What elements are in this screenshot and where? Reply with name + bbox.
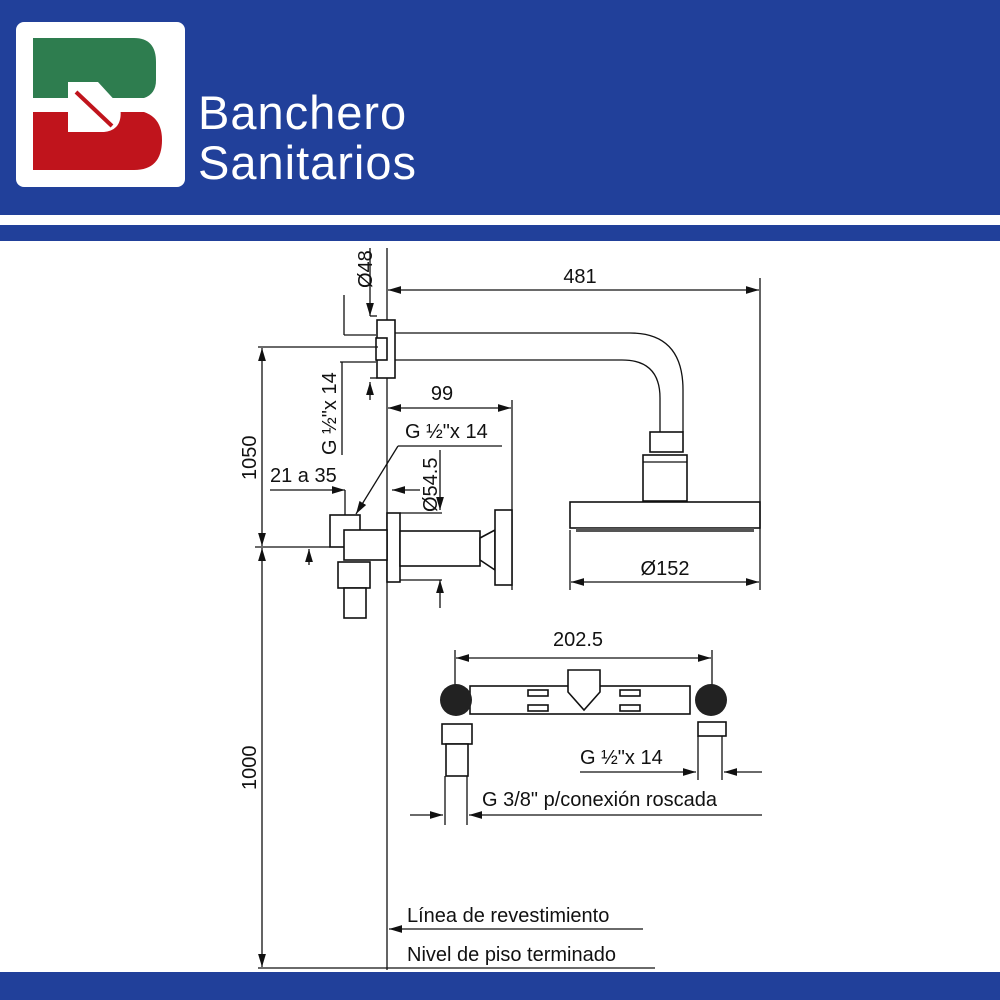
- dim-valve-range: 21 a 35: [270, 465, 337, 487]
- dim-manifold-width: 202.5: [553, 629, 603, 651]
- dim-arm-length: 481: [563, 266, 596, 288]
- dim-valve-flange: Ø54.5: [420, 458, 442, 512]
- dim-head-diameter: Ø152: [641, 558, 690, 580]
- brand-line-2: Sanitarios: [198, 136, 417, 189]
- dim-valve-thread: G ½"x 14: [405, 421, 488, 443]
- wall-valve: [329, 509, 513, 619]
- header-banner: Banchero Sanitarios: [0, 0, 1000, 215]
- brand-name: Banchero Sanitarios: [198, 88, 417, 188]
- shower-arm: [375, 319, 688, 502]
- shower-head: [569, 501, 761, 532]
- logo: [16, 22, 185, 187]
- dim-valve-depth: 99: [431, 383, 453, 405]
- header-stripe: [0, 225, 1000, 241]
- logo-mark-icon: [33, 38, 162, 170]
- dim-manifold-thread: G ½"x 14: [580, 747, 663, 769]
- footer-band: [0, 972, 1000, 1000]
- dim-height-upper: 1050: [239, 436, 261, 481]
- brand-line-1: Banchero: [198, 86, 408, 139]
- wall-line-label: Línea de revestimiento: [407, 905, 609, 927]
- manifold: [440, 669, 727, 825]
- dim-height-lower: 1000: [239, 746, 261, 791]
- dim-manifold-connection: G 3/8" p/conexión roscada: [482, 789, 718, 811]
- dim-arm-thread: G ½"x 14: [319, 372, 341, 455]
- dim-flange-diameter: Ø48: [355, 250, 377, 288]
- floor-level-label: Nivel de piso terminado: [407, 944, 616, 966]
